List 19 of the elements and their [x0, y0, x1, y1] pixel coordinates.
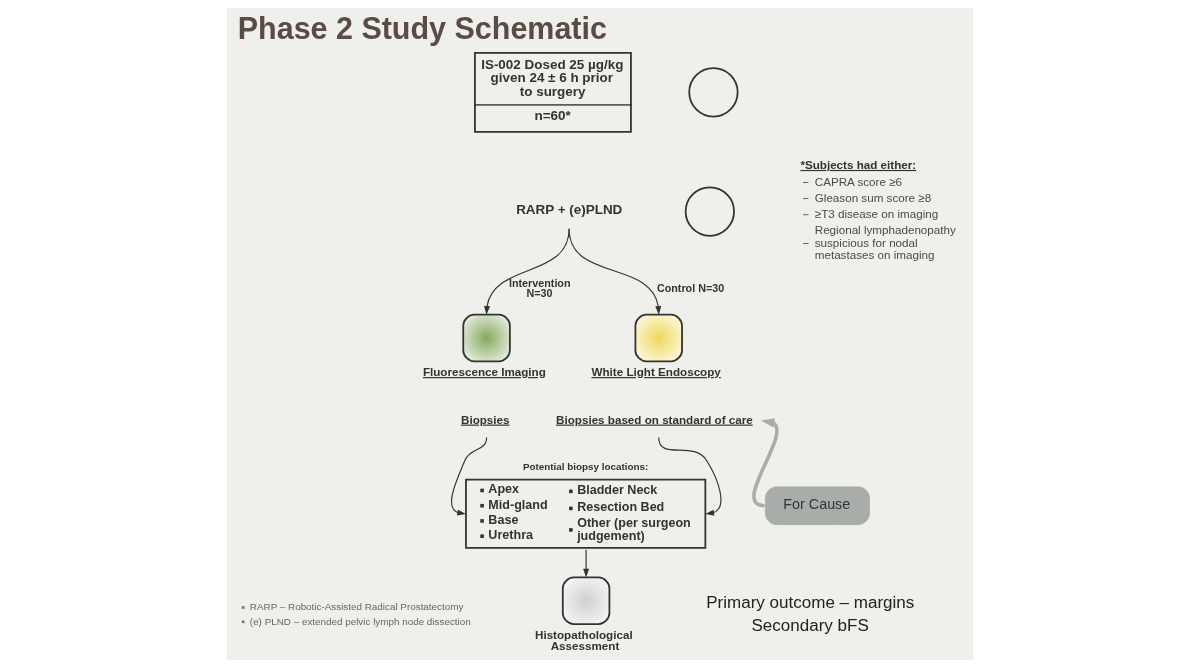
label: CAPRA score ≥6 [814, 174, 903, 188]
node-text: RARP + (e)PLND [516, 201, 623, 217]
node-label: Histopathological Assessment [534, 627, 633, 653]
node-label: Fluorescence Imaging [422, 365, 546, 379]
label: ≥T3 disease on imaging [814, 207, 939, 221]
label: Regional lymphadenopathy suspicious for nodal metastases on imaging [814, 223, 956, 262]
node-text: Biopsies based on standard of care [556, 412, 753, 426]
node-label: White Light Endoscopy [591, 365, 721, 379]
label: (e) PLND – extended pelvic lymph node dissection [249, 615, 471, 627]
label: RARP – Robotic-Assisted Radical Prostatectomy [249, 601, 464, 613]
label: *Subjects had either: [800, 157, 917, 171]
edge-label: Control N=30 [656, 281, 725, 294]
label: Primary outcome – margins [706, 593, 915, 613]
label: Gleason sum score ≥8 [814, 191, 932, 205]
label: Secondary bFS [751, 615, 869, 635]
node-text: Biopsies [461, 412, 510, 426]
edge-label: Intervention N=30 [508, 276, 571, 300]
node-label: Potential biopsy locations: [522, 460, 649, 472]
diagram-title: Phase 2 Study Schematic [237, 10, 607, 45]
